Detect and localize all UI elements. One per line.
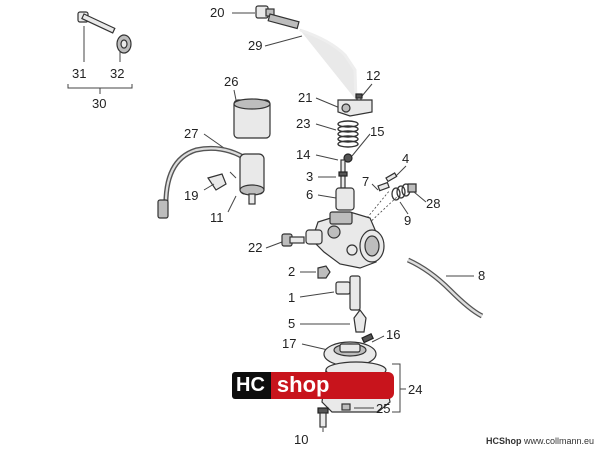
- part-16-pin: [361, 332, 374, 344]
- label-15: 15: [370, 124, 384, 139]
- footer-url: www.collmann.eu: [523, 436, 594, 446]
- label-4: 4: [402, 151, 409, 166]
- label-21: 21: [298, 90, 312, 105]
- label-5: 5: [288, 316, 295, 331]
- part-21-cover: [337, 99, 373, 117]
- part-2-nut: [317, 265, 331, 279]
- label-19: 19: [184, 188, 198, 203]
- label-17: 17: [282, 336, 296, 351]
- label-27: 27: [184, 126, 198, 141]
- footer-credit: HCShop www.collmann.eu: [486, 436, 594, 446]
- logo-hc-text: HC: [232, 372, 271, 399]
- label-29: 29: [248, 38, 262, 53]
- label-6: 6: [306, 187, 313, 202]
- label-28: 28: [426, 196, 440, 211]
- part-20-fitting: [255, 5, 275, 19]
- part-26-cap: [233, 98, 271, 139]
- label-23: 23: [296, 116, 310, 131]
- part-29-pipe: [267, 13, 358, 101]
- part-32-nut: [116, 34, 132, 54]
- label-1: 1: [288, 290, 295, 305]
- part-3-needle: [338, 159, 348, 189]
- part-25-screw: [341, 403, 351, 411]
- part-22-bolt: [281, 233, 305, 247]
- label-20: 20: [210, 5, 224, 20]
- hc-shop-logo: HC shop: [232, 372, 394, 399]
- footer-brand: HCShop: [485, 436, 522, 446]
- part-8-hose: [406, 257, 484, 319]
- label-10: 10: [294, 432, 308, 447]
- label-26: 26: [224, 74, 238, 89]
- label-31: 31: [72, 66, 86, 81]
- part-5-float-needle: [353, 309, 367, 333]
- label-22: 22: [248, 240, 262, 255]
- label-25: 25: [376, 401, 390, 416]
- label-2: 2: [288, 264, 295, 279]
- label-16: 16: [386, 327, 400, 342]
- label-24: 24: [408, 382, 422, 397]
- part-6-slide: [335, 187, 355, 211]
- carburetor-body: [305, 211, 385, 269]
- part-15-clip: [343, 153, 353, 163]
- label-11: 11: [210, 210, 224, 225]
- part-1-main-jet: [335, 275, 361, 311]
- label-12: 12: [366, 68, 380, 83]
- part-23-spring: [337, 120, 359, 148]
- label-3: 3: [306, 169, 313, 184]
- label-14: 14: [296, 147, 310, 162]
- part-31-bolt: [77, 11, 116, 34]
- label-8: 8: [478, 268, 485, 283]
- label-30: 30: [92, 96, 106, 111]
- part-19-clip: [207, 173, 227, 191]
- part-7-jet: [377, 181, 390, 192]
- part-10-screw: [317, 407, 329, 428]
- label-32: 32: [110, 66, 124, 81]
- part-17-float: [323, 341, 377, 367]
- part-28-idle-screw: [391, 183, 417, 201]
- logo-shop-text: shop: [270, 372, 394, 399]
- label-9: 9: [404, 213, 411, 228]
- label-7: 7: [362, 174, 369, 189]
- part-27-choke: [157, 145, 265, 219]
- part-4-screw: [385, 172, 398, 183]
